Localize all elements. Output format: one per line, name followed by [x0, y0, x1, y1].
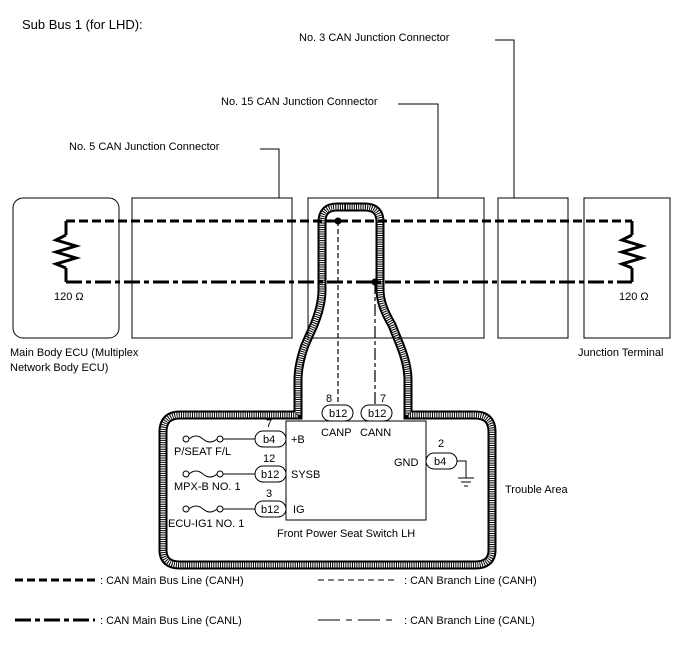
no3-connector-label: No. 3 CAN Junction Connector: [299, 32, 450, 44]
trouble-area-label: Trouble Area: [505, 484, 568, 496]
b-pin-number: 7: [266, 418, 272, 430]
legend-canh-branch-label: : CAN Branch Line (CANH): [404, 575, 537, 587]
no3-leader-line: [495, 39, 515, 198]
ig-connector-id: b12: [261, 504, 279, 516]
sysb-label: SYSB: [291, 469, 320, 481]
switch-label: Front Power Seat Switch LH: [277, 528, 415, 540]
front-power-seat-switch-box: [285, 420, 427, 521]
legend: : CAN Main Bus Line (CANH) : CAN Branch …: [15, 575, 537, 627]
no5-leader-line: [260, 148, 280, 198]
no15-connector-label: No. 15 CAN Junction Connector: [221, 96, 378, 108]
legend-canl-main-label: : CAN Main Bus Line (CANL): [100, 615, 242, 627]
main-body-ecu-box: [12, 197, 120, 339]
ground-icon: [457, 460, 474, 487]
ig-pin-number: 3: [266, 488, 272, 500]
gnd-label: GND: [394, 457, 419, 469]
diagram-title: Sub Bus 1 (for LHD):: [22, 17, 143, 32]
no5-connector-label: No. 5 CAN Junction Connector: [69, 141, 220, 153]
canp-connector: [321, 404, 354, 422]
gnd-pin-number: 2: [438, 438, 444, 450]
no3-junction-box: [497, 197, 569, 339]
resistor-left: [50, 221, 82, 282]
resistor-left-label: 120 Ω: [54, 291, 84, 303]
gnd-connector-id: b4: [434, 456, 446, 468]
trouble-area-border: [158, 202, 497, 570]
main-body-ecu-label-1: Main Body ECU (Multiplex: [10, 347, 139, 359]
junction-terminal-label: Junction Terminal: [578, 347, 663, 359]
main-body-ecu-label-2: Network Body ECU): [10, 362, 108, 374]
fuse-mpx-icon: [182, 470, 255, 478]
no5-junction-box: [131, 197, 293, 339]
cann-pin-number: 7: [380, 393, 386, 405]
canp-label: CANP: [321, 427, 352, 439]
b-connector-id: b4: [263, 434, 275, 446]
no15-leader-line: [398, 103, 439, 198]
legend-canl-branch-label: : CAN Branch Line (CANL): [404, 615, 535, 627]
fuse-seat-label: P/SEAT F/L: [174, 446, 231, 458]
cann-connector-id: b12: [368, 408, 386, 420]
sysb-connector-id: b12: [261, 469, 279, 481]
fuse-mpx-label: MPX-B NO. 1: [174, 481, 241, 493]
canp-pin-number: 8: [326, 393, 332, 405]
fuse-seat-icon: [182, 435, 255, 443]
ig-label: IG: [293, 504, 305, 516]
cann-label: CANN: [360, 427, 391, 439]
junction-terminal-box: [583, 197, 671, 339]
fuse-ecu-label: ECU-IG1 NO. 1: [168, 518, 244, 530]
b-label: +B: [291, 434, 305, 446]
no15-junction-box: [307, 197, 485, 339]
cann-connector: [360, 404, 393, 422]
canp-connector-id: b12: [329, 408, 347, 420]
legend-canh-main-label: : CAN Main Bus Line (CANH): [100, 575, 244, 587]
fuse-ecu-icon: [182, 505, 255, 513]
sysb-pin-number: 12: [263, 453, 275, 465]
resistor-right: [616, 221, 648, 282]
resistor-right-label: 120 Ω: [619, 291, 649, 303]
